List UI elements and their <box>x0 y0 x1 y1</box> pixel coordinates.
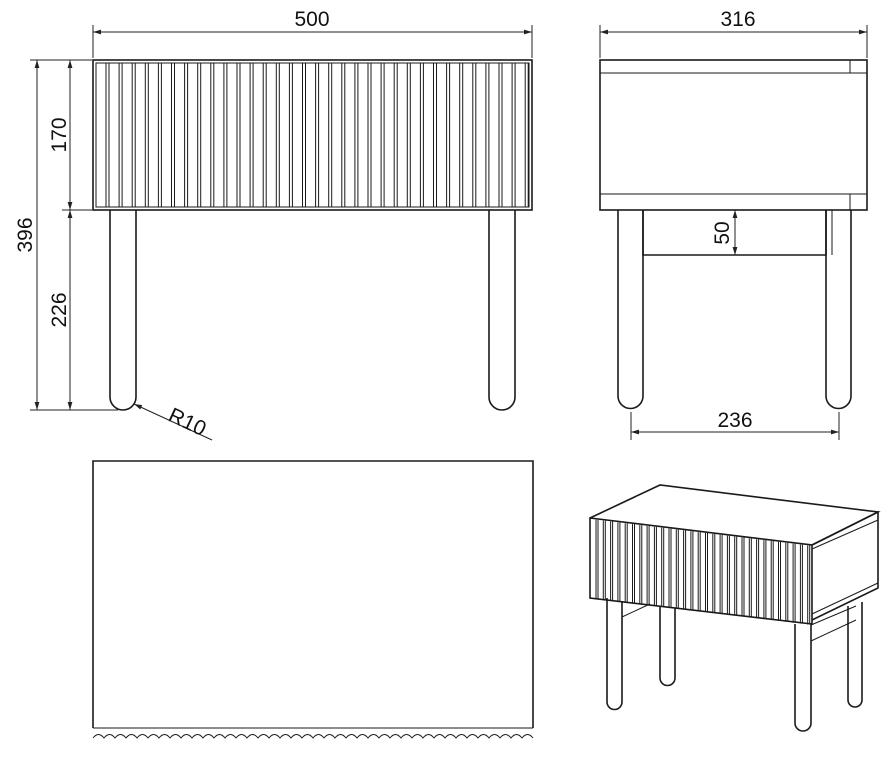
dim-total-height-label: 396 <box>14 217 37 252</box>
side-leg-left <box>617 210 644 410</box>
dim-depth-label: 316 <box>720 8 755 31</box>
dim-width-label: 500 <box>294 8 329 31</box>
isometric-view <box>589 484 881 732</box>
iso-side <box>811 510 879 621</box>
front-leg-left <box>109 210 137 411</box>
front-view: 500 170 226 396 R10 <box>14 8 533 441</box>
top-outline <box>92 460 534 728</box>
iso-front <box>589 517 813 625</box>
iso-leg-back-right <box>847 602 863 708</box>
dim-line-radius <box>133 403 213 441</box>
iso-leg-front-right <box>794 624 812 732</box>
iso-stretchers <box>621 603 857 642</box>
dim-drawer-label: 50 <box>711 221 734 244</box>
iso-flutes <box>595 519 811 625</box>
side-view: 50 316 236 <box>599 8 868 440</box>
break-line <box>92 734 534 739</box>
dim-leg-spacing-label: 236 <box>717 409 752 432</box>
front-flutes <box>105 63 529 207</box>
front-body <box>92 59 533 211</box>
side-body <box>599 59 868 211</box>
side-leg-right <box>825 210 852 410</box>
front-leg-right <box>488 210 516 411</box>
top-view <box>92 460 534 739</box>
dim-leg-height-label: 226 <box>48 292 71 327</box>
dim-body-height-label: 170 <box>48 117 71 152</box>
iso-leg-front-left <box>606 598 623 711</box>
iso-leg-back-left <box>659 607 676 687</box>
front-drawer <box>95 62 530 208</box>
